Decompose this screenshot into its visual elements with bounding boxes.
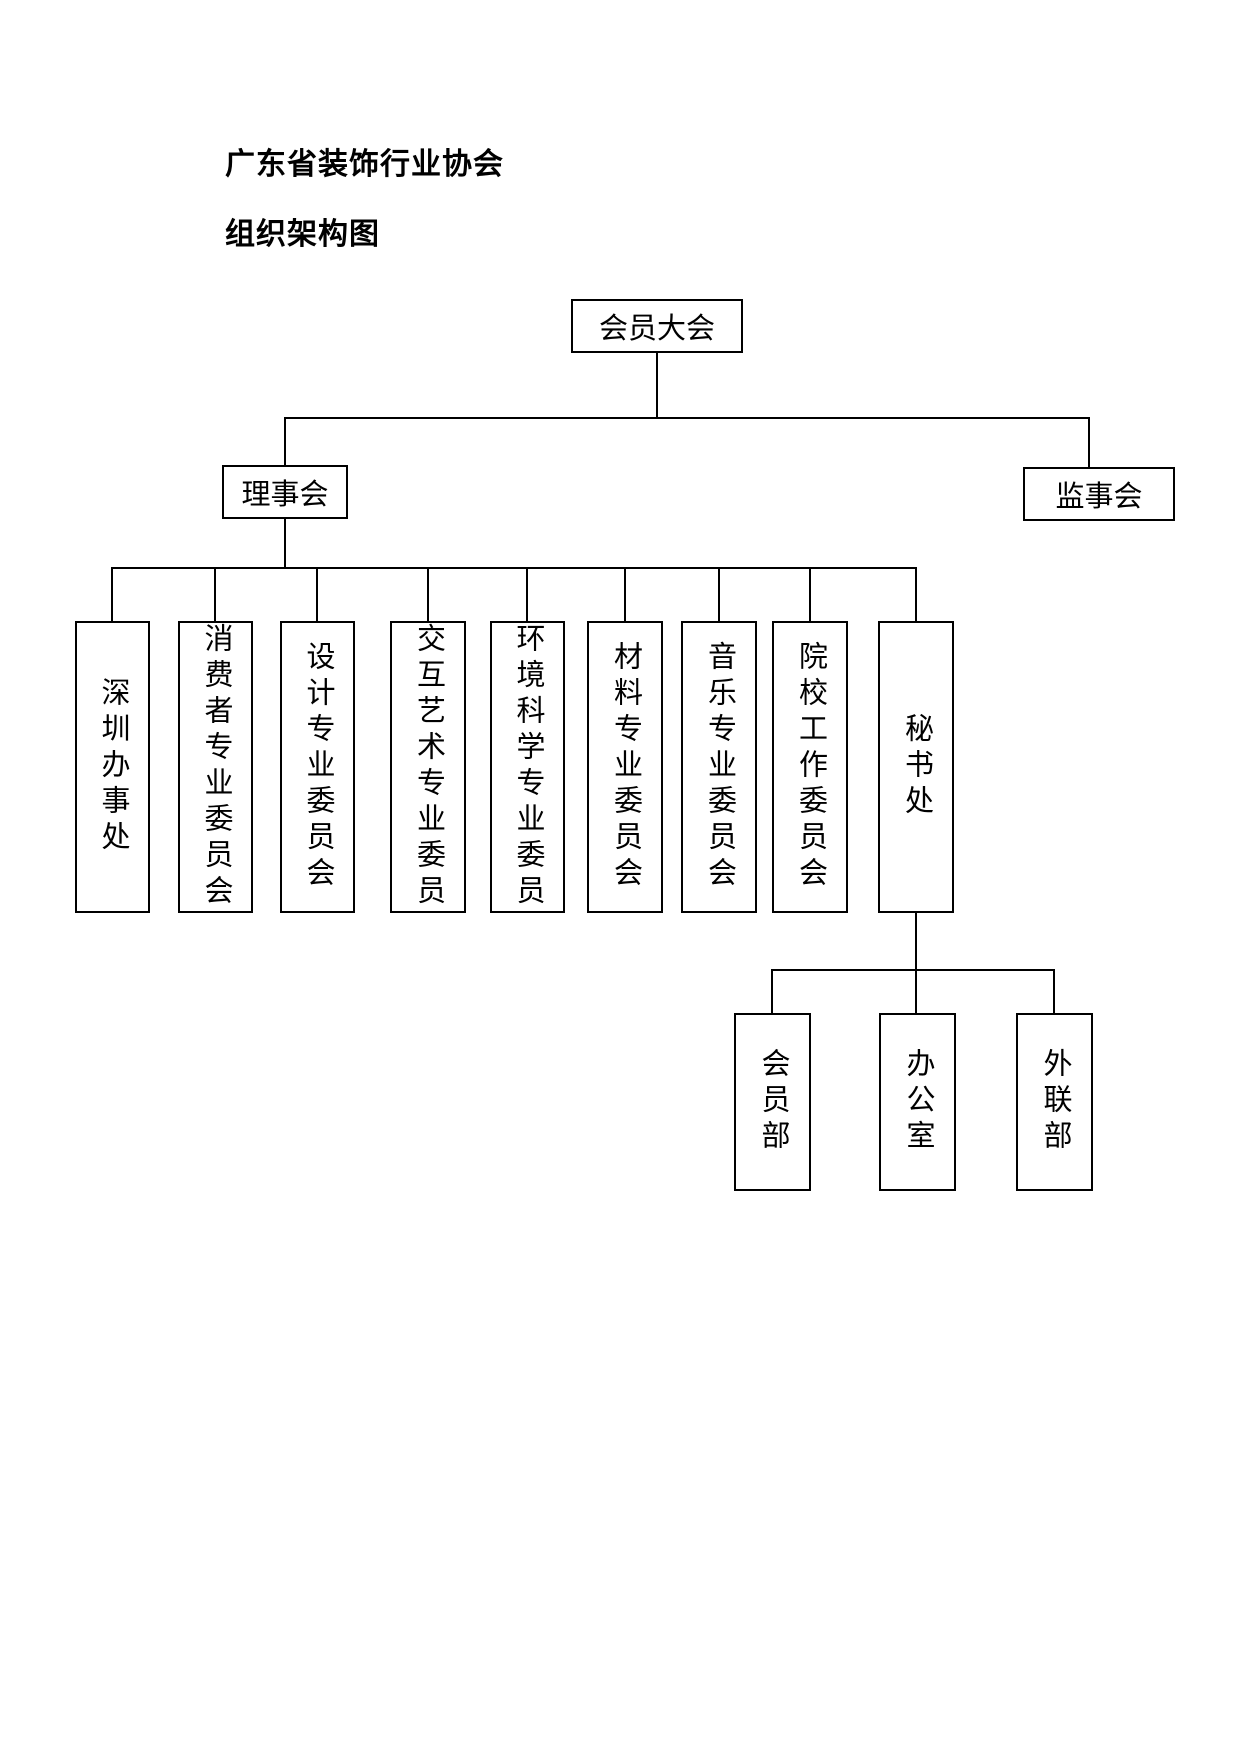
connector-sec-stub-2 [915, 969, 917, 1013]
node-consumer-committee: 消费者专业委员会 [178, 621, 253, 913]
node-materials-committee: 材料专业委员会 [587, 621, 663, 913]
connector-departments-horizontal [111, 567, 917, 569]
node-interactive-art-committee: 交互艺术专业委员 [390, 621, 466, 913]
node-secretariat: 秘书处 [878, 621, 954, 913]
connector-dept-stub-1 [111, 567, 113, 621]
connector-dept-stub-2 [214, 567, 216, 621]
connector-council-drop [284, 417, 286, 465]
connector-secretariat-horizontal [771, 969, 1055, 971]
node-council: 理事会 [222, 465, 348, 519]
document-title: 广东省装饰行业协会 [225, 148, 504, 181]
connector-dept-stub-5 [526, 567, 528, 621]
connector-dept-stub-4 [427, 567, 429, 621]
connector-dept-stub-3 [316, 567, 318, 621]
node-membership-department: 会员部 [734, 1013, 811, 1191]
connector-boards-horizontal [284, 417, 1090, 419]
connector-dept-stub-8 [809, 567, 811, 621]
connector-secretariat-drop [915, 913, 917, 971]
connector-supervisory-drop [1088, 417, 1090, 467]
connector-sec-stub-1 [771, 969, 773, 1013]
node-music-committee: 音乐专业委员会 [681, 621, 757, 913]
connector-sec-stub-3 [1053, 969, 1055, 1013]
node-college-work-committee: 院校工作委员会 [772, 621, 848, 913]
connector-dept-stub-7 [718, 567, 720, 621]
connector-dept-stub-9 [915, 567, 917, 621]
node-shenzhen-office: 深圳办事处 [75, 621, 150, 913]
connector-assembly-drop [656, 353, 658, 419]
connector-dept-stub-6 [624, 567, 626, 621]
connector-council-out-drop [284, 519, 286, 569]
node-office-department: 办公室 [879, 1013, 956, 1191]
node-environmental-science-committee: 环境科学专业委员 [490, 621, 565, 913]
document-subtitle: 组织架构图 [225, 218, 380, 251]
node-external-liaison-department: 外联部 [1016, 1013, 1093, 1191]
node-design-committee: 设计专业委员会 [280, 621, 355, 913]
node-member-assembly: 会员大会 [571, 299, 743, 353]
node-supervisory-board: 监事会 [1023, 467, 1175, 521]
